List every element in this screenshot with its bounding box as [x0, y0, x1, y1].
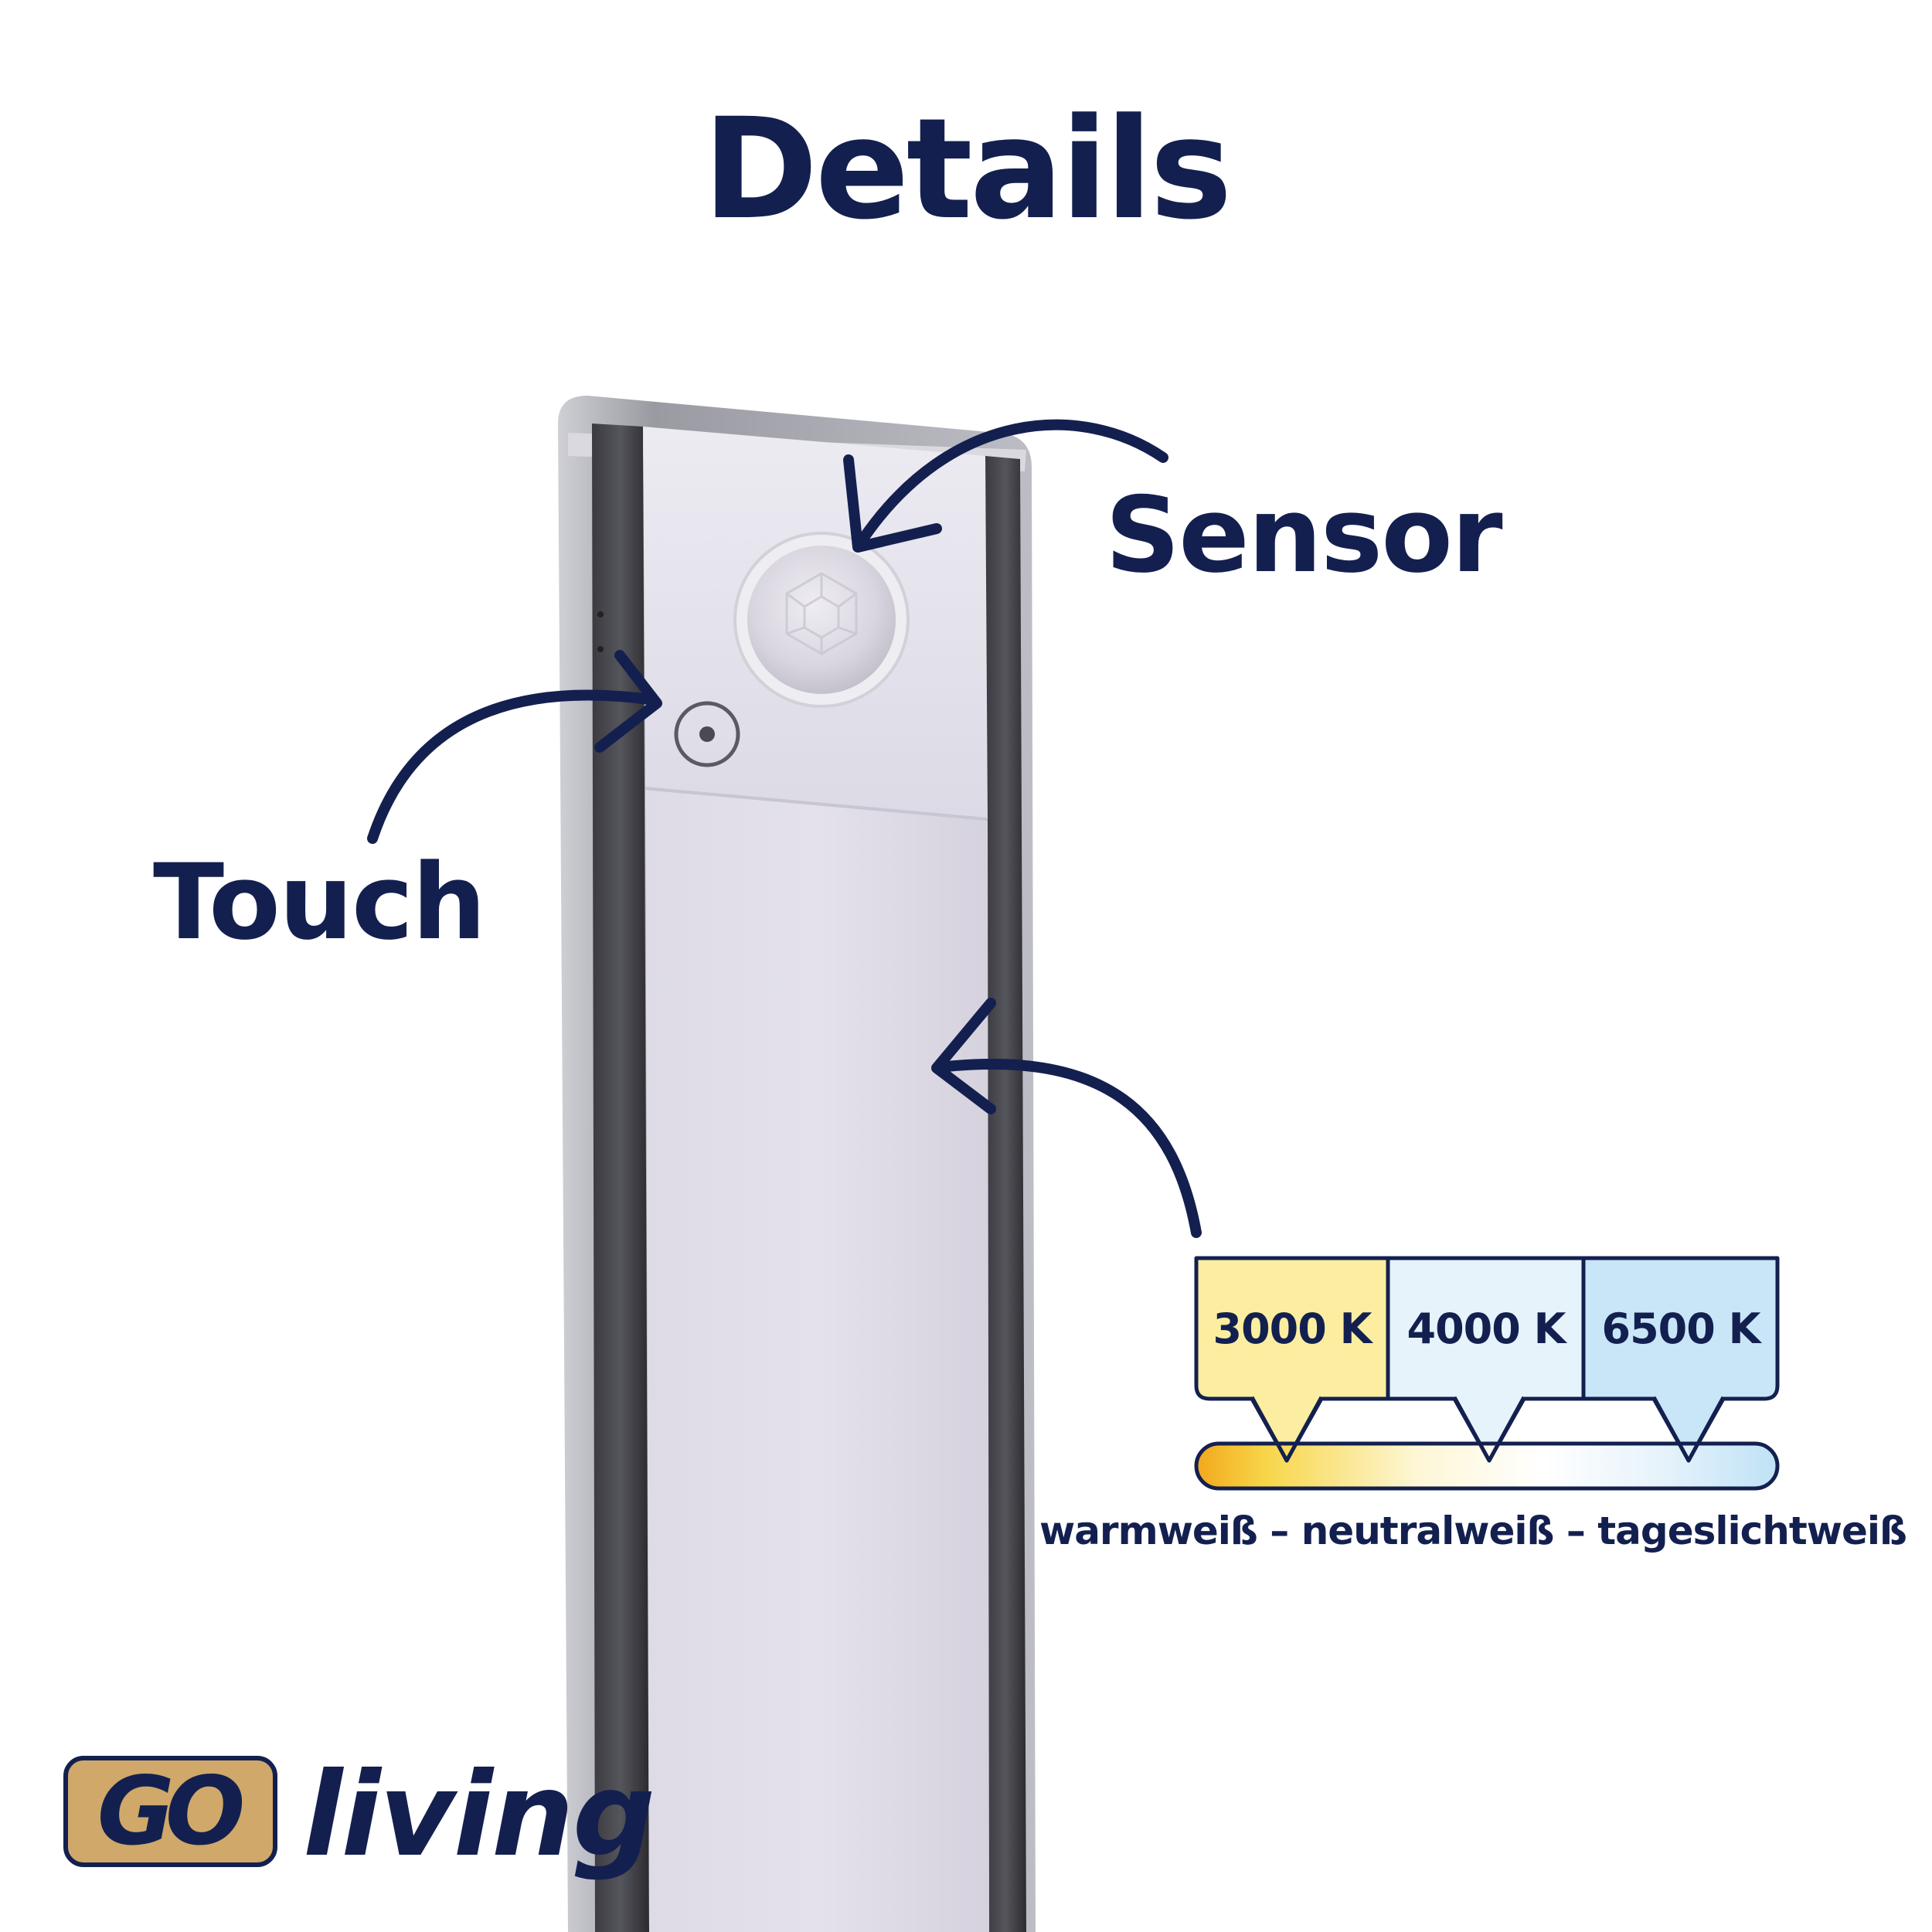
ct-label-3000: 3000 K: [1213, 1304, 1372, 1353]
ct-label-6500: 6500 K: [1601, 1304, 1761, 1353]
touch-label: Touch: [153, 842, 486, 963]
brand-logo-go: GO: [97, 1757, 246, 1866]
light-bar: [558, 396, 1036, 1932]
right-rail: [985, 456, 1026, 1932]
brand-wordmark: living: [303, 1748, 655, 1883]
sensor-arrow: [843, 419, 1168, 553]
sensor-label: Sensor: [1105, 474, 1503, 596]
color-temperature-chooser: [1194, 1256, 1780, 1491]
light-panel-arrow: [931, 998, 1202, 1238]
pir-sensor-lens: [733, 532, 910, 708]
ct-gradient-scale: [1194, 1441, 1780, 1491]
ct-box-3000: [1194, 1256, 1390, 1463]
touch-button: [674, 701, 740, 767]
brand-logo-badge: GO: [63, 1756, 277, 1867]
left-rail: [592, 423, 649, 1932]
page-title: Details: [702, 89, 1233, 250]
diffuser-panel: [645, 790, 989, 1932]
ct-label-4000: 4000 K: [1406, 1304, 1566, 1353]
color-scale-caption: warmweiß – neutralweiß – tageslichtweiß: [1039, 1509, 1907, 1553]
touch-arrow: [367, 650, 662, 844]
